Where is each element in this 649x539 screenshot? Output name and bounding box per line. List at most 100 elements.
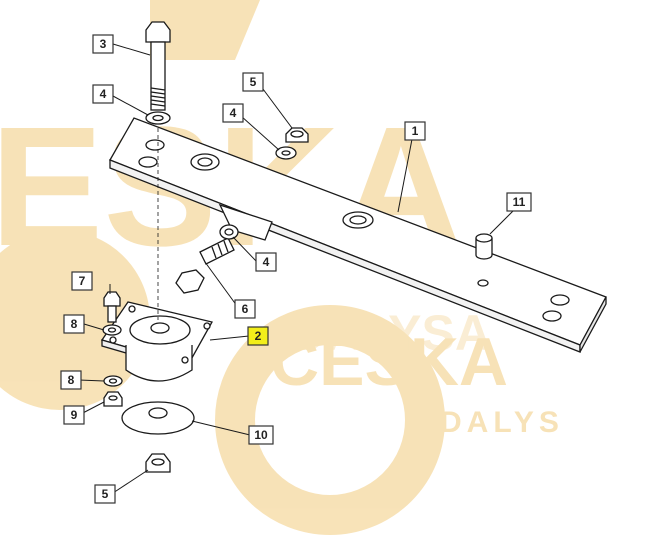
callout-10[interactable]: 10: [248, 425, 274, 445]
pin-part-11: [475, 233, 493, 260]
leader-1: [397, 133, 414, 213]
callout-4a[interactable]: 4: [92, 84, 114, 104]
leader-2: [209, 335, 250, 341]
bolt-thread: [150, 87, 166, 107]
upper-nut-hole: [290, 130, 304, 138]
washer-under-bolt-hole: [152, 114, 164, 122]
callout-9-box: [63, 405, 85, 425]
leader-5a: [259, 84, 293, 129]
callout-5a-box: [242, 72, 264, 92]
callout-5b-label: 5: [102, 487, 109, 501]
mount-hole-4: [181, 356, 189, 364]
callout-4b-box: [222, 103, 244, 123]
callout-9[interactable]: 9: [63, 405, 85, 425]
bar-slot-1-inner: [197, 157, 213, 167]
bolt7-shank: [107, 305, 117, 323]
callout-2-label: 2: [255, 329, 262, 343]
callout-6-box: [234, 299, 256, 319]
bolt6-head: [175, 269, 205, 294]
washer8-lower-hole: [108, 378, 118, 384]
mount-hole-3: [109, 336, 117, 344]
leader-5b: [112, 469, 149, 494]
callout-6[interactable]: 6: [234, 299, 256, 319]
callout-5b-box: [94, 484, 116, 504]
callout-1[interactable]: 1: [404, 121, 426, 141]
watermark-ring: [215, 305, 445, 535]
leader-lines: [78, 43, 519, 494]
callout-8a-box: [63, 314, 85, 334]
bar-hole-left-bottom: [138, 156, 158, 168]
callout-4c-label: 4: [263, 255, 270, 269]
callout-7[interactable]: 7: [71, 271, 93, 291]
callout-10-box: [248, 425, 274, 445]
leader-8b: [78, 379, 105, 382]
callout-5a[interactable]: 5: [242, 72, 264, 92]
leader-3: [112, 43, 151, 56]
callout-3-box: [92, 34, 114, 54]
leader-4b: [240, 115, 280, 151]
callout-7-label: 7: [79, 274, 86, 288]
bar-bracket: [218, 203, 273, 241]
washer-nut-lower: [103, 375, 123, 407]
bar-small-hole: [477, 279, 489, 287]
mount-hole-1: [128, 305, 136, 313]
bolt-head: [145, 21, 171, 43]
bolt7-head: [103, 291, 121, 307]
callout-6-label: 6: [242, 302, 249, 316]
callout-8b-box: [60, 370, 82, 390]
nut9-hole: [108, 395, 118, 401]
bolt-part-7: [102, 291, 122, 336]
callout-7-box: [71, 271, 93, 291]
watermark-brand-mid: CESKA: [270, 324, 508, 400]
callout-3-label: 3: [100, 37, 107, 51]
callout-8b-label: 8: [68, 373, 75, 387]
mount-stud: [150, 322, 170, 334]
bolt6-washer-hole: [224, 228, 234, 236]
callout-11[interactable]: 11: [506, 192, 532, 212]
nut-washer-upper: [275, 127, 309, 160]
callout-2[interactable]: 2: [247, 326, 269, 346]
callout-3[interactable]: 3: [92, 34, 114, 54]
mount-hole-2: [203, 322, 211, 330]
watermark-shape: [150, 0, 260, 60]
leader-6: [204, 261, 238, 307]
bar-slot-2-inner: [349, 215, 367, 225]
callout-8b[interactable]: 8: [60, 370, 82, 390]
mount-body: [125, 345, 193, 382]
callouts: 3 4 5 4 1 11 4 7: [60, 34, 532, 504]
callout-2-box-highlighted: [247, 326, 269, 346]
callout-4c-box: [255, 252, 277, 272]
callout-4c[interactable]: 4: [255, 252, 277, 272]
upper-washer-hole: [281, 150, 291, 156]
callout-10-label: 10: [254, 428, 268, 442]
pin-body: [475, 238, 493, 260]
callout-5a-label: 5: [250, 75, 257, 89]
bar-hole-left-top: [145, 139, 165, 151]
bar-hole-right-bottom: [542, 310, 562, 322]
callout-4a-box: [92, 84, 114, 104]
leader-4c: [232, 236, 258, 263]
leader-10: [191, 420, 251, 436]
watermark-brand-right: DALYSA: [290, 305, 491, 361]
callout-9-label: 9: [71, 408, 78, 422]
callout-4a-label: 4: [100, 87, 107, 101]
bolt6-thread: [211, 240, 229, 259]
bottom-nut-hole: [151, 458, 165, 466]
nut-bottom: [145, 453, 171, 473]
bar-end-face: [579, 296, 607, 353]
pin-top: [475, 233, 493, 243]
mount-part-2: [100, 301, 213, 382]
callout-8a[interactable]: 8: [63, 314, 85, 334]
washer8-upper-hole: [107, 327, 117, 333]
main-bar: [109, 117, 607, 353]
callout-5b[interactable]: 5: [94, 484, 116, 504]
callout-11-box: [506, 192, 532, 212]
big-washer-hole: [148, 407, 168, 419]
watermark-sub: DALYS: [440, 406, 564, 439]
callout-4b-label: 4: [230, 106, 237, 120]
callout-4b[interactable]: 4: [222, 103, 244, 123]
washer-part-10: [121, 401, 195, 435]
bolt-part-3: [145, 21, 171, 125]
